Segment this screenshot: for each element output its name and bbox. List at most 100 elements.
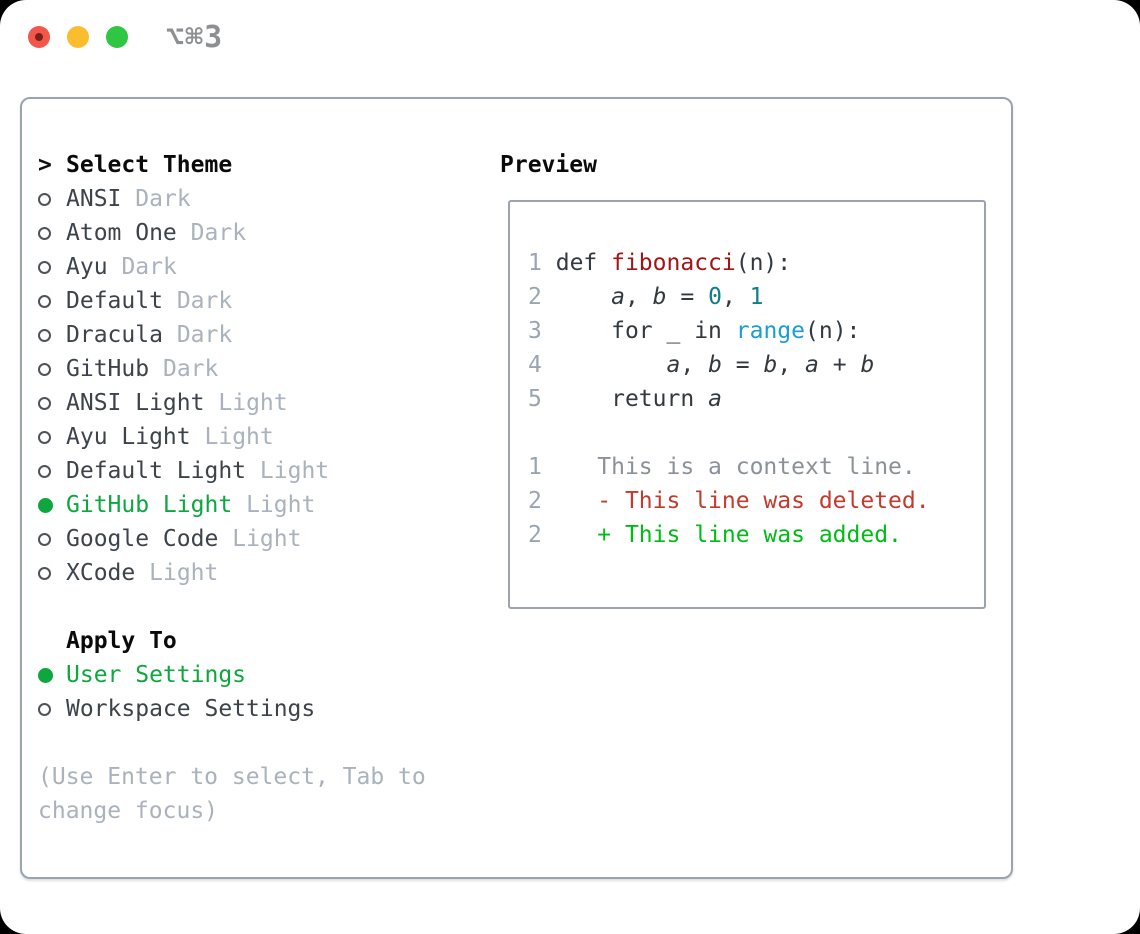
theme-variant: Dark xyxy=(162,356,219,382)
code-segment-kw: in xyxy=(694,318,722,344)
code-segment-add: + This line was added. xyxy=(597,522,902,548)
code-segment-pl: (n): xyxy=(735,250,792,276)
theme-variant: Light xyxy=(232,526,302,552)
code-segment-ctx: This is a context line. xyxy=(555,454,916,480)
radio-selected-icon xyxy=(38,667,53,683)
code-segment-del: - This line was deleted. xyxy=(597,488,930,514)
apply-option-user-settings[interactable]: User Settings xyxy=(38,658,498,692)
radio-bullet xyxy=(38,396,66,410)
code-segment-pl xyxy=(556,522,598,548)
radio-bullet xyxy=(38,192,66,206)
theme-variant: Dark xyxy=(190,220,247,246)
radio-circle-icon xyxy=(38,396,51,410)
close-button[interactable] xyxy=(28,26,50,48)
theme-name: GitHub Light xyxy=(66,492,233,518)
code-line: 5 return a xyxy=(528,382,972,416)
line-number: 3 xyxy=(528,318,542,344)
code-segment-pl xyxy=(556,284,611,310)
code-segment-pl: , xyxy=(624,284,653,310)
zoom-button[interactable] xyxy=(106,26,128,48)
diff-line: 2 + This line was added. xyxy=(528,518,972,552)
theme-option-default[interactable]: Default Dark xyxy=(38,284,498,318)
radio-bullet xyxy=(38,702,66,716)
code-segment-bi: range xyxy=(735,318,806,344)
code-segment-var: a xyxy=(611,284,625,310)
line-number: 1 xyxy=(528,250,542,276)
radio-bullet xyxy=(38,362,66,376)
code-segment-var: b xyxy=(708,352,722,378)
code-segment-pl: + xyxy=(818,352,861,378)
theme-option-google-code[interactable]: Google Code Light xyxy=(38,522,498,556)
spacer xyxy=(38,726,498,760)
code-segment-pl xyxy=(556,488,598,514)
theme-option-github[interactable]: GitHub Dark xyxy=(38,352,498,386)
code-segment-fn: fibonacci xyxy=(611,250,736,276)
radio-circle-icon xyxy=(38,192,51,206)
theme-option-github-light[interactable]: GitHub Light Light xyxy=(38,488,498,522)
radio-bullet xyxy=(38,226,66,240)
minimize-button[interactable] xyxy=(67,26,89,48)
line-number: 1 xyxy=(528,454,542,480)
code-segment-pl xyxy=(556,386,611,412)
theme-variant: Light xyxy=(218,390,288,416)
radio-bullet xyxy=(38,260,66,274)
preview-header: Preview xyxy=(500,152,597,178)
theme-name: Google Code xyxy=(66,526,219,552)
code-segment-var: a xyxy=(805,352,819,378)
theme-variant: Dark xyxy=(176,288,233,314)
radio-bullet xyxy=(38,566,66,580)
window-title: ⌥⌘3 xyxy=(166,20,224,55)
radio-circle-icon xyxy=(38,566,51,580)
code-segment-var: b xyxy=(763,352,778,378)
theme-variant: Dark xyxy=(176,322,233,348)
code-segment-num: 1 xyxy=(749,284,764,310)
radio-circle-icon xyxy=(38,430,51,444)
theme-name: ANSI xyxy=(66,186,122,212)
theme-variant: Dark xyxy=(121,254,177,280)
keyboard-hint-line-1: (Use Enter to select, Tab to xyxy=(38,764,426,790)
theme-name: Default Light xyxy=(66,458,247,484)
code-line: 2 a, b = 0, 1 xyxy=(528,280,972,314)
theme-name: GitHub xyxy=(66,356,150,382)
code-segment-pl: , xyxy=(680,352,709,378)
code-segment-pl: _ xyxy=(652,318,695,344)
line-number: 2 xyxy=(528,522,542,548)
code-segment-kw: for xyxy=(611,318,653,344)
apply-option-label: User Settings xyxy=(66,662,247,688)
radio-bullet xyxy=(38,464,66,478)
code-segment-pl: , xyxy=(721,284,750,310)
line-number: 5 xyxy=(528,386,542,412)
apply-option-label: Workspace Settings xyxy=(66,696,316,722)
radio-circle-icon xyxy=(38,226,51,240)
code-segment-var: a xyxy=(666,352,681,378)
theme-name: Default xyxy=(66,288,163,314)
radio-bullet xyxy=(38,497,66,513)
code-line: 1 def fibonacci(n): xyxy=(528,246,972,280)
select-theme-label: Select Theme xyxy=(66,152,233,178)
radio-bullet xyxy=(38,430,66,444)
code-segment-pl xyxy=(722,318,736,344)
radio-circle-icon xyxy=(38,702,51,716)
keyboard-hint-line-2: change focus) xyxy=(38,798,219,824)
code-segment-pl: , xyxy=(777,352,806,378)
code-segment-var: b xyxy=(652,284,667,310)
apply-option-workspace-settings[interactable]: Workspace Settings xyxy=(38,692,498,726)
theme-variant: Light xyxy=(246,492,316,518)
radio-circle-icon xyxy=(38,464,51,478)
code-segment-var: b xyxy=(860,352,875,378)
radio-circle-icon xyxy=(38,362,51,376)
code-segment-pl: (n): xyxy=(805,318,861,344)
code-segment-num: 0 xyxy=(708,284,722,310)
titlebar: ⌥⌘3 xyxy=(0,0,1140,75)
